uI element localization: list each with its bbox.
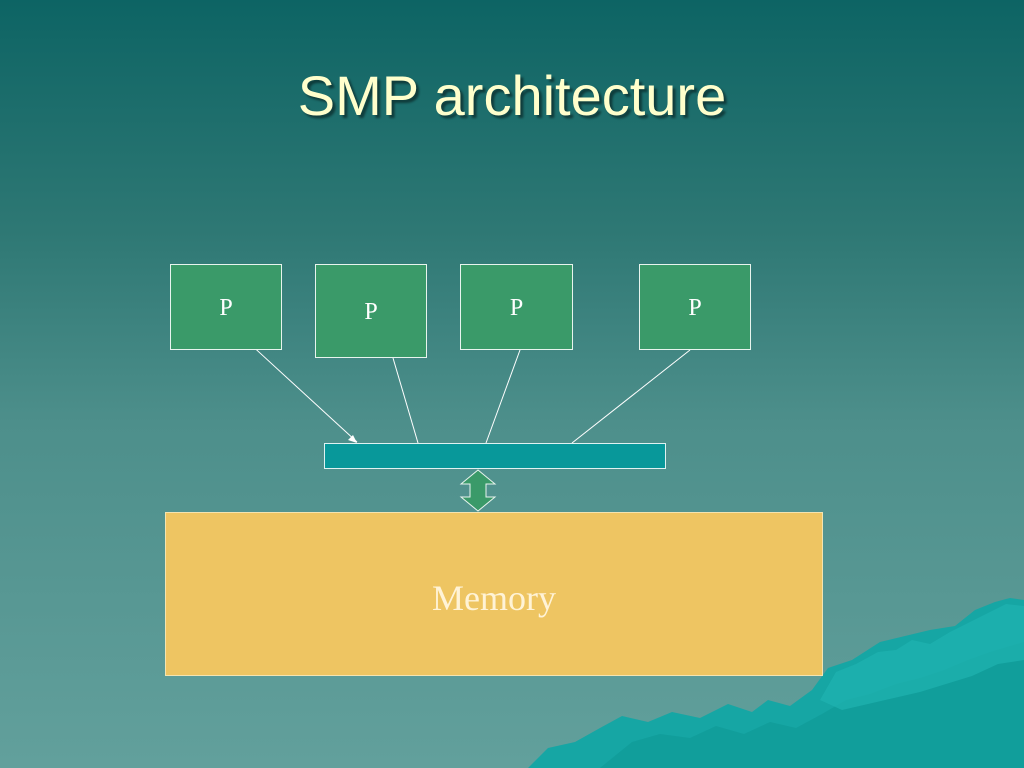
connector-p4: [571, 349, 691, 444]
processor-box-3: P: [460, 264, 573, 350]
double-arrow-icon: [459, 469, 497, 512]
connector-p3: [485, 349, 521, 444]
connector-p1: [247, 341, 358, 443]
memory-label: Memory: [432, 578, 556, 618]
slide-title: SMP architecture: [297, 64, 727, 127]
connector-p2: [392, 357, 419, 444]
processor-box-4: P: [639, 264, 751, 350]
processor-box-1: P: [170, 264, 282, 350]
processor-label-4: P: [688, 295, 702, 321]
arrowhead-p1: [348, 435, 357, 443]
mountain-decoration: [528, 598, 1024, 768]
processor-box-2: P: [315, 264, 427, 358]
memory-box: Memory: [165, 512, 823, 676]
processor-label-1: P: [219, 295, 233, 321]
processor-label-2: P: [364, 299, 378, 325]
connector-lines: [247, 341, 691, 444]
processor-label-3: P: [509, 295, 524, 321]
shared-bus: [324, 443, 666, 469]
